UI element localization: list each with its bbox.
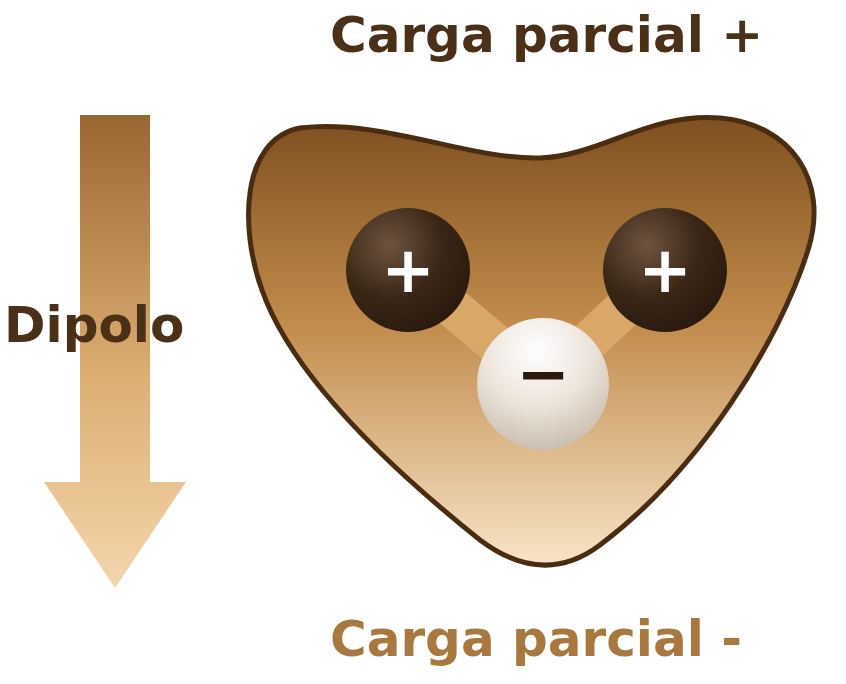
charge-label: Carga parcial - [330,610,742,668]
charge-sign: − [516,342,570,406]
hydrogen-atom: + [603,208,727,332]
oxygen-atom: − [477,318,609,450]
charge-sign: + [638,238,692,302]
dipole-label: Dipolo [4,296,184,354]
hydrogen-atom: + [346,208,470,332]
charge-label: Carga parcial + [330,6,763,64]
electron-cloud [249,117,815,565]
chemical-bond [587,308,624,343]
chemical-bond [451,306,497,345]
charge-sign: + [381,238,435,302]
